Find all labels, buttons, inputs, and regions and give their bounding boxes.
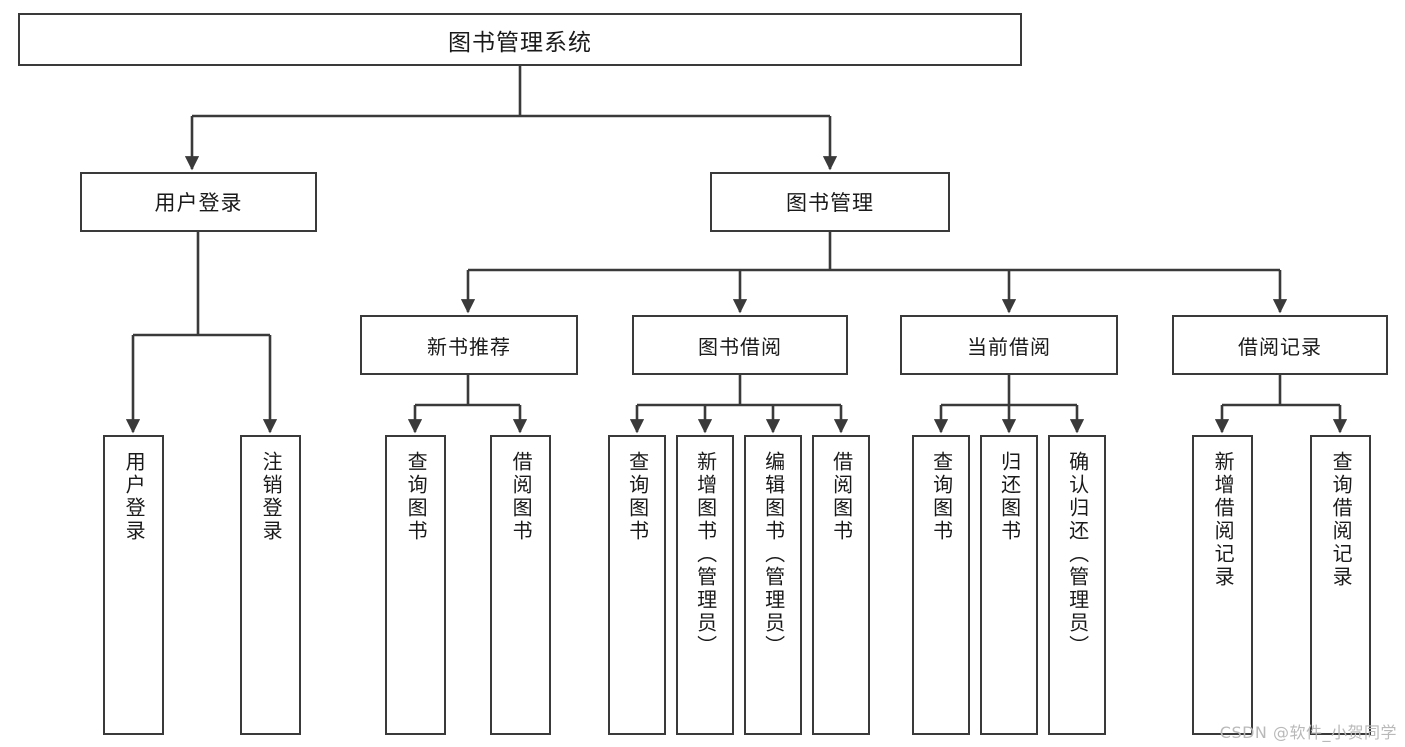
leaf-borrow-book-new[interactable]: 借阅图书 xyxy=(490,435,551,735)
leaf-edit-book-admin-label: 编辑图书（管理员） xyxy=(761,451,786,658)
leaf-query-borrow-record-label: 查询借阅记录 xyxy=(1329,451,1354,589)
leaf-edit-book-admin[interactable]: 编辑图书（管理员） xyxy=(744,435,802,735)
leaf-user-login-label: 用户登录 xyxy=(122,451,147,543)
node-new-book-recommend[interactable]: 新书推荐 xyxy=(360,315,578,375)
leaf-user-login[interactable]: 用户登录 xyxy=(103,435,164,735)
node-borrow-record[interactable]: 借阅记录 xyxy=(1172,315,1388,375)
node-book-management-label: 图书管理 xyxy=(786,191,874,215)
leaf-query-book-current-label: 查询图书 xyxy=(929,451,954,543)
leaf-return-book[interactable]: 归还图书 xyxy=(980,435,1038,735)
leaf-query-book-borrow[interactable]: 查询图书 xyxy=(608,435,666,735)
leaf-query-borrow-record[interactable]: 查询借阅记录 xyxy=(1310,435,1371,735)
leaf-query-book-new-label: 查询图书 xyxy=(404,451,429,543)
node-current-borrow-label: 当前借阅 xyxy=(967,334,1051,359)
leaf-borrow-book-new-label: 借阅图书 xyxy=(509,451,534,543)
node-current-borrow[interactable]: 当前借阅 xyxy=(900,315,1118,375)
leaf-query-book-new[interactable]: 查询图书 xyxy=(385,435,446,735)
leaf-add-borrow-record[interactable]: 新增借阅记录 xyxy=(1192,435,1253,735)
leaf-query-book-borrow-label: 查询图书 xyxy=(625,451,650,543)
node-new-book-recommend-label: 新书推荐 xyxy=(427,334,511,359)
watermark-label: CSDN @软件_小贺同学 xyxy=(1219,723,1397,742)
leaf-query-book-current[interactable]: 查询图书 xyxy=(912,435,970,735)
leaf-add-book-admin-label: 新增图书（管理员） xyxy=(693,451,718,658)
node-book-borrow-label: 图书借阅 xyxy=(698,334,782,359)
leaf-confirm-return-admin-label: 确认归还（管理员） xyxy=(1065,451,1090,658)
leaf-confirm-return-admin[interactable]: 确认归还（管理员） xyxy=(1048,435,1106,735)
node-borrow-record-label: 借阅记录 xyxy=(1238,334,1322,359)
leaf-logout-label: 注销登录 xyxy=(259,451,284,543)
node-user-login-label: 用户登录 xyxy=(154,191,243,215)
leaf-add-book-admin[interactable]: 新增图书（管理员） xyxy=(676,435,734,735)
leaf-add-borrow-record-label: 新增借阅记录 xyxy=(1211,451,1236,589)
leaf-borrow-book[interactable]: 借阅图书 xyxy=(812,435,870,735)
node-book-borrow[interactable]: 图书借阅 xyxy=(632,315,848,375)
leaf-return-book-label: 归还图书 xyxy=(997,451,1022,543)
node-root[interactable]: 图书管理系统 xyxy=(18,13,1022,66)
node-root-label: 图书管理系统 xyxy=(448,29,592,56)
leaf-borrow-book-label: 借阅图书 xyxy=(829,451,854,543)
node-user-login[interactable]: 用户登录 xyxy=(80,172,317,232)
leaf-logout[interactable]: 注销登录 xyxy=(240,435,301,735)
node-book-management[interactable]: 图书管理 xyxy=(710,172,950,232)
